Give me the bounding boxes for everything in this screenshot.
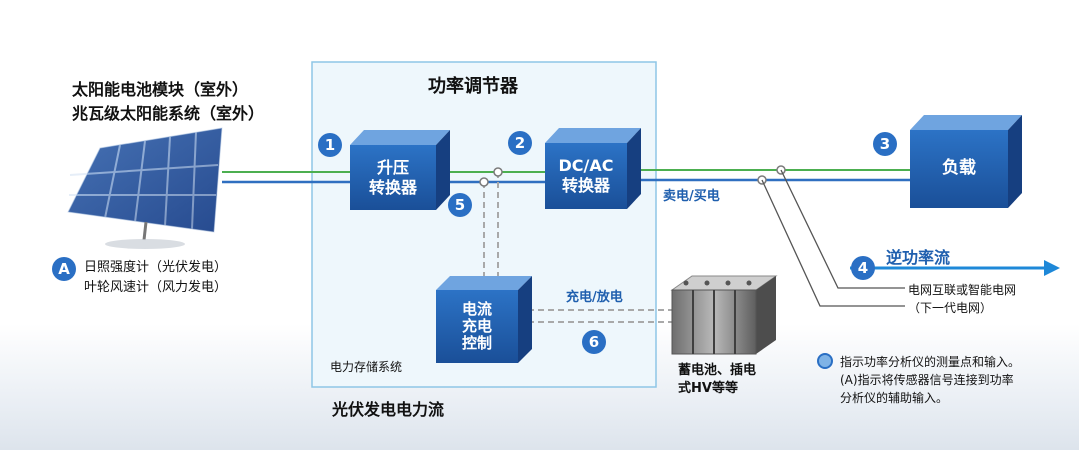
solar-panel-array-icon (67, 127, 223, 249)
badge-3: 3 (873, 132, 897, 156)
charge-controller-line3: 控制 (461, 334, 492, 353)
dcac-converter-line1: DC/AC (558, 156, 614, 175)
charge-controller-box: 电流充电控制 (436, 290, 518, 363)
boost-converter-line2: 转换器 (368, 177, 417, 197)
box-depth-faces (350, 115, 1022, 363)
grid-label-line1: 电网互联或智能电网 (908, 283, 1017, 297)
boost-converter-box: 升压转换器 (350, 145, 436, 210)
panel-title-line1: 太阳能电池模块（室外） (72, 80, 249, 99)
grid-label-line2: （下一代电网） (908, 301, 993, 315)
sensor-note-line1: 日照强度计（光伏发电） (84, 260, 228, 275)
charge-controller-line1: 电流 (461, 299, 492, 318)
dcac-converter-line2: 转换器 (561, 176, 610, 195)
sell-buy-label: 卖电/买电 (663, 189, 720, 204)
pv-flow-caption: 光伏发电电力流 (332, 400, 445, 419)
legend-line1: 指示功率分析仪的测量点和输入。 (840, 355, 1021, 369)
legend-line3: 分析仪的辅助输入。 (840, 391, 949, 405)
charge-controller-links (483, 172, 680, 323)
load-box: 负载 (910, 130, 1008, 208)
reverse-flow-label: 逆功率流 (886, 248, 951, 267)
badge-2: 2 (508, 131, 532, 155)
badge-5: 5 (448, 193, 472, 217)
panel-title-line2: 兆瓦级太阳能系统（室外） (72, 104, 265, 123)
charge-discharge-label: 充电/放电 (566, 290, 623, 305)
battery-bank-icon (670, 275, 778, 355)
reverse-flow-arrow (850, 260, 1060, 276)
badge-1: 1 (318, 133, 342, 157)
load-label: 负载 (942, 158, 976, 179)
badge-a: A (52, 257, 76, 281)
battery-label-line1: 蓄电池、插电 (678, 363, 757, 378)
main-power-lines (222, 169, 910, 184)
boost-converter-line1: 升压 (376, 157, 409, 177)
charge-controller-line2: 充电 (461, 316, 492, 335)
battery-label-line2: 式HV等等 (678, 381, 738, 396)
storage-system-label: 电力存储系统 (330, 360, 403, 374)
badge-6: 6 (582, 330, 606, 354)
sensor-note-line2: 叶轮风速计（风力发电） (84, 280, 228, 295)
grid-leader-lines (761, 169, 905, 307)
badge-4: 4 (851, 256, 875, 280)
legend-measurement-icon (817, 353, 833, 369)
measurement-points (479, 165, 786, 187)
power-conditioner-title: 功率调节器 (428, 76, 518, 97)
legend-line2: (A)指示将传感器信号连接到功率 (840, 373, 1014, 387)
